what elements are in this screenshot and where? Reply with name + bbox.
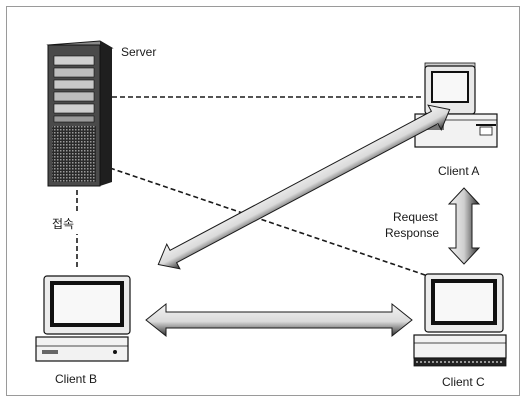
horizontal-double-arrow <box>145 302 413 338</box>
response-label: Response <box>385 226 439 240</box>
client-a-label: Client A <box>438 164 479 178</box>
client-c-computer-icon <box>413 273 507 367</box>
line-server-client-c <box>109 167 429 277</box>
vertical-double-arrow <box>447 187 481 265</box>
client-b-computer-icon <box>35 275 131 362</box>
diagram-frame <box>6 6 520 396</box>
server-label: Server <box>121 45 156 59</box>
client-b-label: Client B <box>55 372 97 386</box>
server-tower-icon <box>46 40 114 187</box>
connection-lines <box>76 96 429 277</box>
client-c-label: Client C <box>442 375 485 389</box>
client-a-computer-icon <box>414 62 498 148</box>
request-label: Request <box>393 210 438 224</box>
connect-label: 접속 <box>52 217 74 231</box>
diagonal-double-arrow <box>157 104 451 270</box>
